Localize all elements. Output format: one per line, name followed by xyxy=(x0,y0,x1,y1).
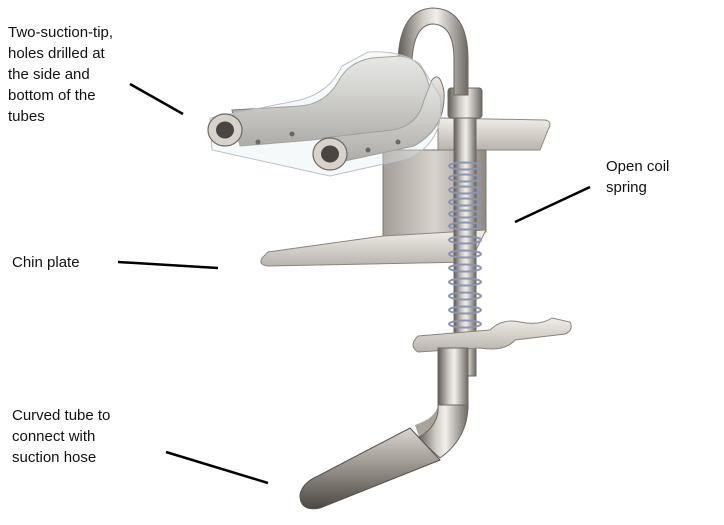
chin-plate xyxy=(260,229,487,267)
label-curved-tube: Curved tube to connect with suction hose xyxy=(12,407,111,466)
suction-tips xyxy=(207,7,469,177)
curved-tube xyxy=(299,347,469,510)
leader-line-coil-spring xyxy=(514,185,591,224)
label-suction-tips: Two-suction-tip, holes drilled at the si… xyxy=(8,24,114,125)
leader-line-suction-tips xyxy=(129,82,184,116)
label-coil-spring: Open coil spring xyxy=(606,158,670,196)
label-chin-plate: Chin plate xyxy=(12,254,80,271)
leader-line-curved-tube xyxy=(165,450,269,485)
leader-line-chin-plate xyxy=(117,260,219,270)
open-coil-spring xyxy=(448,161,482,329)
lower-bracket-plate xyxy=(412,317,572,353)
